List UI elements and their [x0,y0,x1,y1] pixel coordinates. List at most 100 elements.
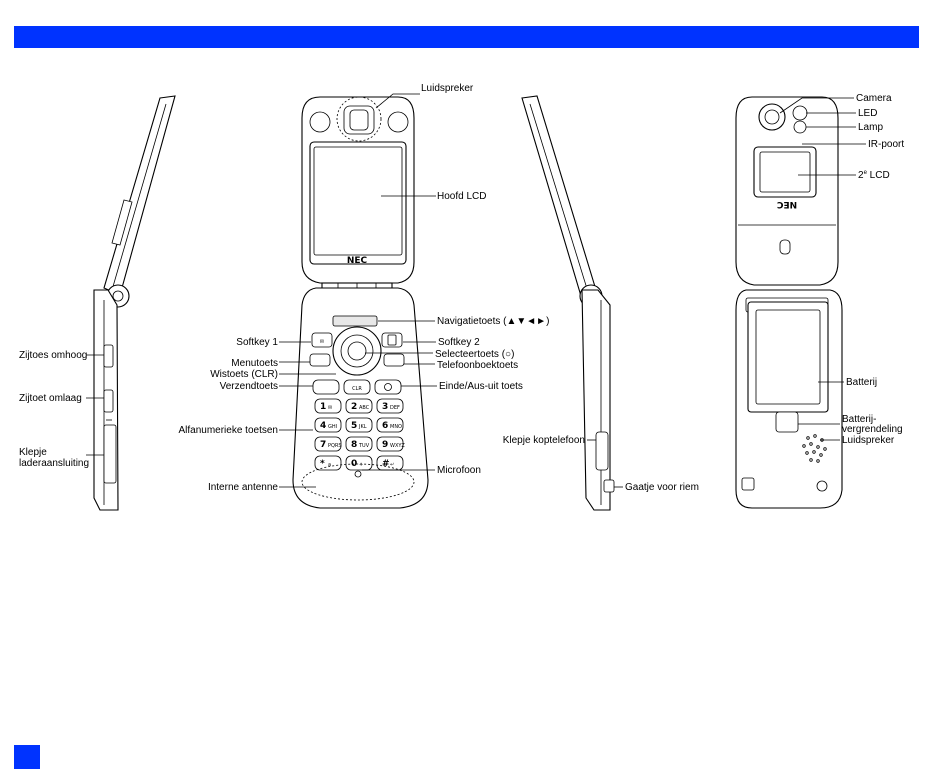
label-alfanumerieke: Alfanumerieke toetsen [178,425,278,436]
label-ir-poort: IR-poort [868,139,904,150]
keypad-key-letters: + [359,462,363,468]
keypad-key: 1✉ [314,398,342,414]
keypad-key-digit: 9 [382,440,388,450]
charger-flap [103,424,117,484]
label-microfoon: Microfoon [437,465,481,476]
earpiece-speaker-area [336,96,382,142]
speaker-hole [813,434,817,438]
battery-lock [775,411,799,433]
keypad-key-digit: 3 [382,402,388,412]
headset-flap [595,431,609,471]
keypad-key-digit: 8 [351,440,357,450]
label-2e-lcd: 2e LCD [858,170,890,181]
speaker-hole [809,442,813,446]
speaker-hole [802,444,806,448]
label-batterij-vergrendeling-1: Batterij- [842,414,876,425]
speaker-hole [819,453,823,457]
keypad-key-digit: # [382,459,390,469]
keypad-key-digit: 6 [382,421,388,431]
label-luidspreker-back: Luidspreker [842,435,895,446]
keypad-key: *a [314,455,342,471]
label-lamp: Lamp [858,122,883,133]
keypad-key-letters: MNO [390,424,402,430]
label-gaatje-riem: Gaatje voor riem [625,482,699,493]
keypad-key-letters: ✉ [328,405,333,411]
label-navigatietoets: Navigatietoets (▲▼◄►) [437,316,549,327]
label-wistoets: Wistoets (CLR) [210,369,278,380]
keypad-key-letters: TUV [358,443,370,449]
speaker-hole [816,459,820,463]
label-softkey2: Softkey 2 [438,337,480,348]
keypad-key: 0+ [345,455,373,471]
label-batterij: Batterij [846,377,877,388]
label-einde: Einde/Aus-uit toets [439,381,523,392]
clear-key [343,379,371,395]
keypad-key-letters: JKL [358,424,367,430]
back-view: NEC [735,96,843,509]
strap-hole [603,479,615,493]
label-led: LED [858,108,877,119]
brand-logo-front: NEC [347,256,368,266]
label-klepje-lader-2: laderaansluiting [19,458,89,469]
header-bar [14,26,919,48]
keypad-key-digit: * [320,459,325,469]
speaker-hole [809,458,813,462]
led [792,105,808,121]
keypad-key-letters: ABC [359,405,370,411]
speaker-hole [823,447,827,451]
label-menutoets: Menutoets [231,358,278,369]
menu-key [309,353,331,367]
label-selecteertoets: Selecteertoets (○) [435,349,514,360]
side-key-up [103,344,114,368]
keypad-key-digit: 5 [351,421,357,431]
svg-text:CLR: CLR [352,386,362,392]
keypad-key-letters: PQRS [328,443,342,449]
label-klepje-koptelefoon: Klepje koptelefoon [503,435,585,446]
label-softkey1: Softkey 1 [236,337,278,348]
softkey-1 [311,332,333,348]
select-key [347,341,367,361]
keypad-key-letters: GHI [328,424,337,430]
speaker-hole [812,450,816,454]
microphone [354,470,362,478]
side-view-left [93,95,176,511]
label-klepje-lader-1: Klepje [19,447,47,458]
keypad-key-letters: ↵ [390,462,394,468]
svg-text:✉: ✉ [320,339,325,345]
keypad-key-digit: 4 [320,421,326,431]
phonebook-key [383,353,405,367]
label-luidspreker-top: Luidspreker [421,83,474,94]
speaker-hole [806,436,810,440]
keypad-key-digit: 7 [320,440,326,450]
label-telefoonboektoets: Telefoonboektoets [437,360,518,371]
brand-logo-back: NEC [776,199,797,209]
send-key [312,379,340,395]
keypad-key-letters: WXYZ [390,443,405,449]
speaker-hole [816,445,820,449]
label-zijtoes-omhoog: Zijtoes omhoog [19,350,87,361]
keypad-key-letters: DEF [390,405,400,411]
label-verzendtoets: Verzendtoets [220,381,278,392]
lamp [793,120,807,134]
label-camera: Camera [856,93,892,104]
keypad-key-letters: a [328,462,331,468]
side-view-right [521,95,615,511]
label-hoofd-lcd: Hoofd LCD [437,191,486,202]
page-marker [14,745,40,769]
speaker-hole [805,451,809,455]
keypad-key-digit: 1 [320,402,326,412]
callout-labels: Luidspreker Hoofd LCD Navigatietoets (▲▼… [19,83,904,493]
keypad-key: #↵ [376,455,404,471]
label-batterij-vergrendeling-2: vergrendeling [842,424,903,435]
label-interne-antenne: Interne antenne [208,482,278,493]
